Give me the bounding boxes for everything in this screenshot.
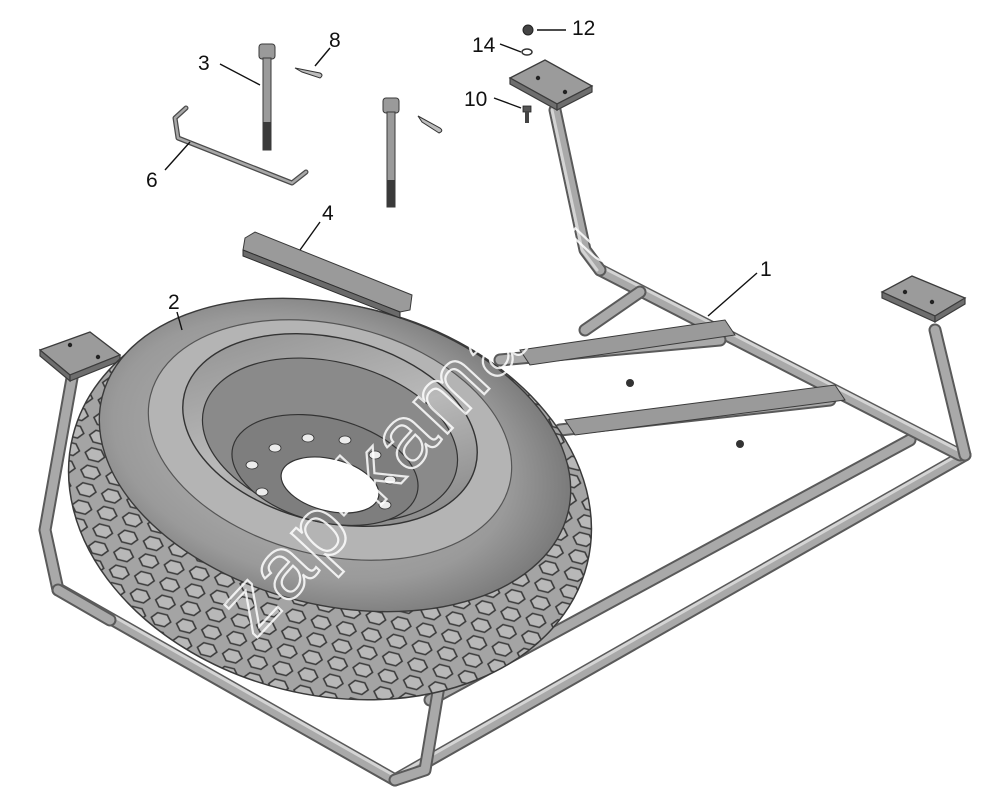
long-bolt — [258, 43, 276, 151]
callout-12: 12 — [572, 17, 595, 40]
nut — [522, 24, 534, 36]
cotter-pin-second — [417, 115, 443, 134]
cotter-pin — [294, 67, 323, 79]
callout-8: 8 — [329, 29, 341, 52]
mount-plate-top — [508, 59, 594, 112]
callouts: 1 2 3 4 6 8 10 12 14 — [146, 17, 772, 331]
hook-rod — [172, 105, 309, 186]
callout-2: 2 — [168, 291, 180, 314]
small-bolt — [522, 105, 532, 123]
callout-1: 1 — [760, 258, 772, 281]
bolt-second — [382, 97, 400, 208]
callout-10: 10 — [464, 88, 487, 111]
washer — [521, 48, 533, 56]
mount-plate-right — [880, 275, 967, 324]
callout-14: 14 — [472, 34, 496, 57]
callout-6: 6 — [146, 169, 158, 192]
callout-3: 3 — [198, 52, 210, 75]
callout-4: 4 — [322, 202, 334, 225]
clamp-strap — [242, 231, 413, 319]
spare-wheel — [67, 297, 593, 701]
mount-plate-left — [38, 331, 122, 383]
